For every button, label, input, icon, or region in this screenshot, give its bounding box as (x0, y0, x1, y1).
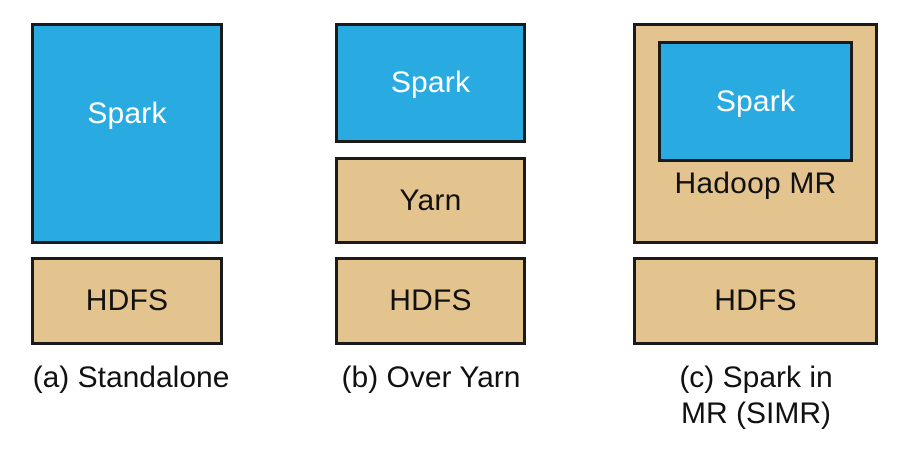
panel-b-hdfs-box: HDFS (335, 257, 526, 345)
panel-b-spark-label: Spark (390, 66, 471, 99)
panel-a-hdfs-box: HDFS (31, 257, 223, 345)
panel-b-caption: (b) Over Yarn (341, 361, 521, 394)
panel-c-spark-label: Spark (715, 84, 796, 118)
panel-a-caption: (a) Standalone (32, 361, 230, 394)
panel-a-spark-label: Spark (87, 96, 167, 130)
panel-c-caption: (c) Spark in MR (SIMR) (679, 361, 833, 430)
panel-b-yarn-label: Yarn (399, 183, 462, 217)
panel-c-hdfs-label: HDFS (714, 284, 797, 317)
panel-b-spark-box: Spark (335, 23, 526, 143)
panel-c-spark-box: Spark (658, 41, 853, 162)
panel-c-hdfs-box: HDFS (633, 257, 878, 345)
panel-b-hdfs-label: HDFS (389, 284, 472, 317)
panel-a-spark-box: Spark (31, 23, 223, 244)
panel-a-hdfs-label: HDFS (85, 284, 169, 317)
panel-c-hadoop-mr-label: Hadoop MR (674, 167, 837, 200)
panel-b-yarn-box: Yarn (335, 157, 526, 244)
